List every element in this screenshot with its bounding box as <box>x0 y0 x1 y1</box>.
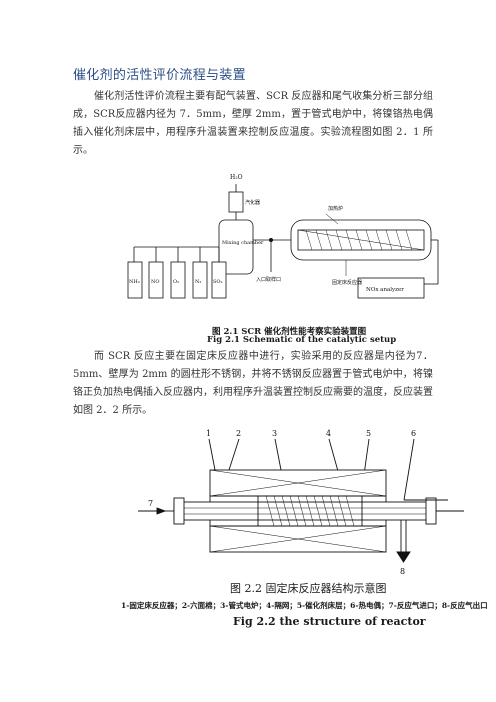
sampling-port-label: 入口取样口 <box>256 276 281 283</box>
callout-3: 3 <box>272 429 277 438</box>
paragraph-2: 而 SCR 反应主要在固定床反应器中进行，实验采用的反应器是内径为7．5mm、壁… <box>73 351 433 416</box>
callout-5: 5 <box>366 429 371 438</box>
figure-2-1-caption-cn: 图 2.1 SCR 催化剂性能考察实验装置图 <box>212 327 367 337</box>
gas-label-o2: O₂ <box>173 279 179 285</box>
reactor-label: 固定床反应器 <box>332 279 362 286</box>
callout-7: 7 <box>148 499 153 508</box>
figure-2-1-caption-en: Fig 2.1 Schematic of the catalytic setup <box>207 335 397 345</box>
gas-label-so2: SO₂ <box>213 279 223 285</box>
mixing-chamber-label: Mixing chamber <box>222 240 264 246</box>
figure-2-2-caption-en: Fig 2.2 the structure of reactor <box>233 615 426 628</box>
callout-6: 6 <box>411 429 416 438</box>
furnace-label: 加热炉 <box>328 205 343 212</box>
nox-analyzer-label: NOx analyzer <box>366 287 404 293</box>
h2o-label: H₂O <box>230 174 243 181</box>
callout-1: 1 <box>206 429 211 438</box>
callout-4: 4 <box>326 429 331 438</box>
paragraph-1: 催化剂活性评价流程主要有配气装置、SCR 反应器和尾气收集分析三部分组成，SCR… <box>73 91 433 156</box>
callout-2: 2 <box>236 429 241 438</box>
figure-2-2-legend: 1-固定床反应器；2-六面棉；3-管式电炉；4-隔网；5-催化剂床层；6-热电偶… <box>121 601 488 610</box>
gas-label-n2: N₂ <box>195 279 201 285</box>
gas-label-nh3: NH₃ <box>129 279 140 285</box>
gas-label-no: NO <box>151 279 159 285</box>
section-heading: 催化剂的活性评价流程与装置 <box>73 68 246 83</box>
figure-2-1-flow-diagram: H₂O 汽化器 Mixing chamber 加热炉 固定床反应器 入口取样口 … <box>127 174 439 299</box>
callout-8: 8 <box>400 567 405 576</box>
figure-2-2-reactor-diagram: 1 2 3 4 5 6 7 8 <box>138 429 464 576</box>
vaporizer-label: 汽化器 <box>245 199 260 206</box>
figure-2-2-caption-cn: 图 2.2 固定床反应器结构示意图 <box>230 582 387 595</box>
